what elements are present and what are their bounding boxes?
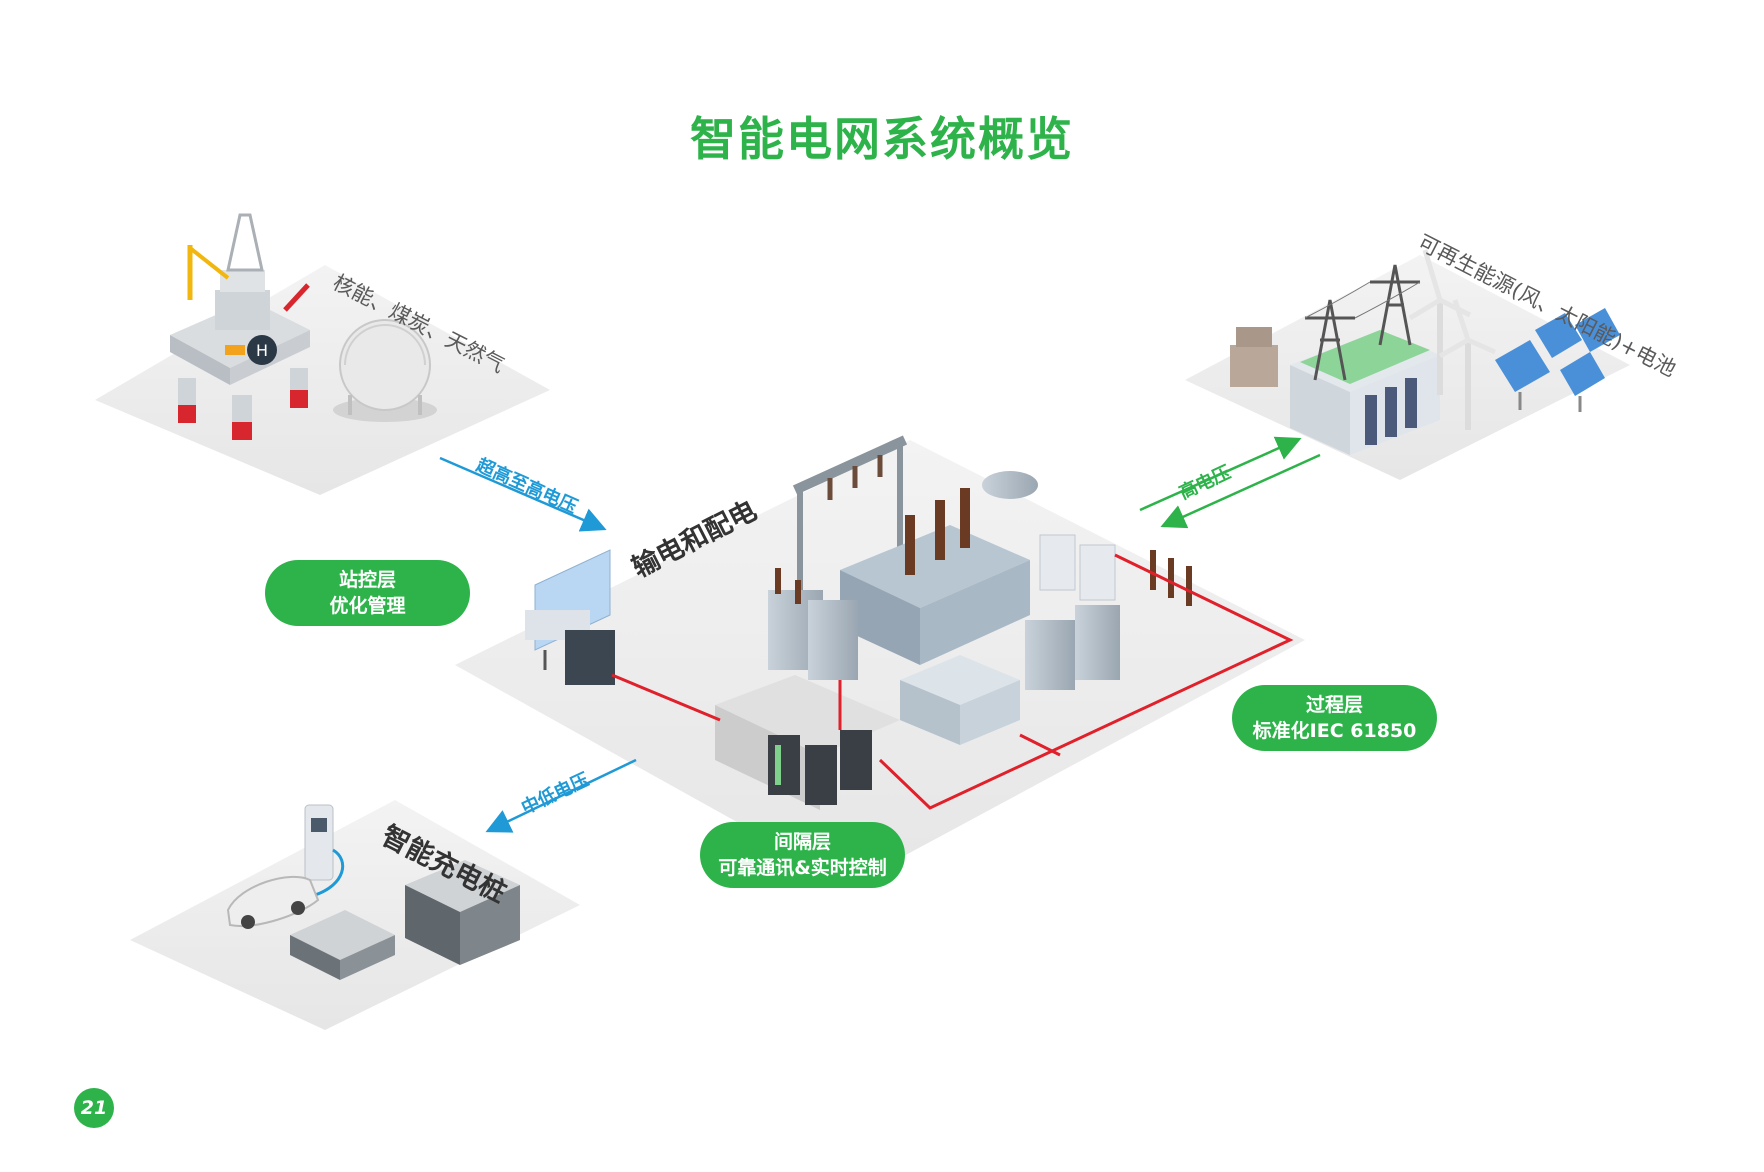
car-icon [226,875,320,929]
station-layer-title: 站控层 [338,569,396,591]
oil-rig-icon: H [170,213,310,440]
process-layer-desc: 标准化IEC 61850 [1252,720,1417,742]
station-layer-pill: 站控层 优化管理 [265,560,470,626]
gas-tank-icon [333,319,437,422]
bay-layer-title: 间隔层 [773,831,831,853]
arrow-mlv [485,758,637,833]
process-layer-pill: 过程层 标准化IEC 61850 [1232,685,1437,751]
transmission-tower-icon [1304,264,1421,381]
wire-process-branch [1019,733,1061,757]
transformer-units-icon [768,550,1192,690]
charging-station-icon [304,804,345,897]
switchgear-cabinet-icon [900,534,1116,745]
wire-control-to-bay [611,673,721,722]
bay-layer-desc: 可靠通讯&实时控制 [718,857,887,879]
generation-platform [95,265,550,495]
server-racks-icon [715,675,900,810]
svg-text:H: H [256,341,268,360]
control-room-icon [525,549,615,685]
arrow-uhv [439,456,607,532]
page-title: 智能电网系统概览 [690,112,1074,166]
bay-layer-pill: 间隔层 可靠通讯&实时控制 [700,822,905,888]
process-layer-title: 过程层 [1305,694,1363,716]
small-transformer-icon [1230,327,1278,387]
arrow-hv-in [1160,453,1321,529]
page-number: 21 [74,1088,114,1128]
wire-bay-to-process [878,553,1294,810]
solar-panel-icon [1495,308,1620,412]
buildings-icon [290,860,520,980]
wind-turbine-icon [1408,249,1497,430]
arrow-hv-out [1139,436,1302,512]
station-layer-desc: 优化管理 [329,595,406,617]
battery-storage-icon [1290,330,1440,455]
power-transformer-icon [840,471,1038,665]
